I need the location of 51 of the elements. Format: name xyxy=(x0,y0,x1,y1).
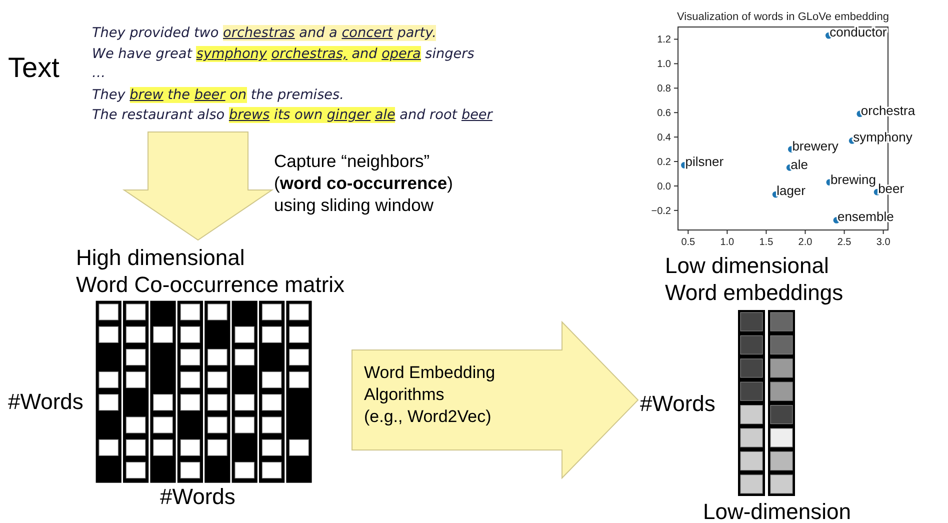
x-tick-label: 0.5 xyxy=(681,237,696,248)
axis-label: Low-dimension xyxy=(703,498,851,523)
y-tick: 0.8 xyxy=(657,84,678,95)
y-tick-label: 1.0 xyxy=(657,59,672,70)
point-label: lager xyxy=(776,182,806,198)
x-tick-label: 2.5 xyxy=(837,237,852,248)
point-label: pilsner xyxy=(685,154,724,170)
y-tick: 0.4 xyxy=(657,132,678,144)
block-arrow xyxy=(122,132,274,241)
x-tick: 3.0 xyxy=(876,230,890,248)
example-sentence: They provided two orchestras and a concert party. xyxy=(92,24,436,42)
panel-heading: High dimensional Word Co-occurrence matrix xyxy=(76,244,346,298)
x-tick-label: 1.5 xyxy=(759,237,774,248)
x-tick: 0.5 xyxy=(681,230,696,248)
axis-label: #Words xyxy=(640,390,716,417)
ellipsis-text: … xyxy=(92,64,106,82)
x-tick: 2.5 xyxy=(837,230,852,248)
example-sentence: They brew the beer on the premises. xyxy=(92,86,344,104)
example-sentence: We have great symphony orchestras, and opera singers xyxy=(92,45,474,63)
axis-label: #Words xyxy=(160,483,236,510)
x-tick-label: 2.0 xyxy=(798,237,813,248)
point-label: ale xyxy=(790,157,808,172)
axis-label: #Words xyxy=(8,388,84,415)
y-tick-label: 1.2 xyxy=(657,34,672,46)
y-tick: 0.2 xyxy=(657,157,678,168)
point-label: brewery xyxy=(792,138,838,154)
y-tick-label: −0.2 xyxy=(651,206,672,217)
y-tick: 0.0 xyxy=(657,181,678,192)
example-sentence: The restaurant also brews its own ginger ale and root beer xyxy=(92,106,492,124)
point-label: conductor xyxy=(830,24,887,40)
chart-title: Visualization of words in GLoVe embedding xyxy=(677,11,889,23)
block-arrow xyxy=(352,320,639,480)
x-tick: 2.0 xyxy=(798,230,812,248)
y-tick-label: 0.4 xyxy=(657,132,672,144)
y-tick: 1.2 xyxy=(657,34,678,46)
edge-label: Word Embedding Algorithms (e.g., Word2Vec) xyxy=(364,362,496,428)
y-tick: 0.6 xyxy=(657,108,678,120)
x-tick: 1.5 xyxy=(759,230,774,248)
edge-label: Capture “neighbors” (word co-occurrence) using sliding window xyxy=(274,150,454,216)
y-tick-label: 0.0 xyxy=(657,181,672,192)
y-tick-label: 0.2 xyxy=(657,157,672,168)
panel-heading: Low dimensional Word embeddings xyxy=(665,252,844,306)
y-tick: 1.0 xyxy=(657,59,678,70)
y-tick-label: 0.6 xyxy=(657,108,672,120)
y-tick-label: 0.8 xyxy=(657,84,672,95)
y-tick: −0.2 xyxy=(651,206,678,217)
x-tick-label: 3.0 xyxy=(876,237,891,248)
x-tick: 1.0 xyxy=(720,230,734,248)
point-label: brewing xyxy=(830,172,876,187)
section-label: Text xyxy=(8,54,60,81)
x-tick-label: 1.0 xyxy=(720,237,735,248)
